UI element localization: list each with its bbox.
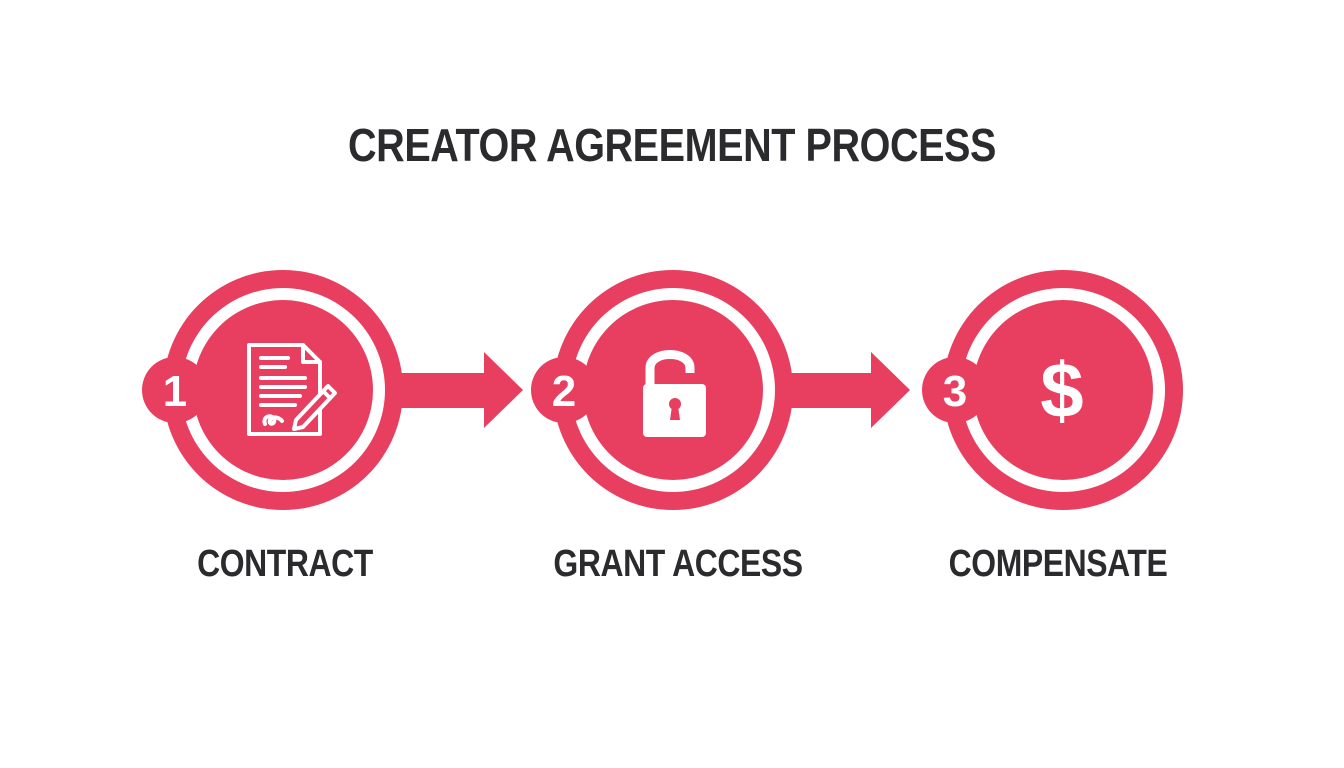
diagram-title: CREATOR AGREEMENT PROCESS	[348, 119, 996, 171]
step-2-badge	[531, 357, 597, 423]
step-3-label: COMPENSATE	[948, 543, 1168, 585]
unlocked-padlock-icon	[643, 350, 706, 437]
step-3-badge	[922, 357, 988, 423]
step-3-node: 3 $	[922, 270, 1183, 510]
step-1-node: 1	[142, 270, 403, 510]
dollar-sign-icon: $	[1040, 346, 1083, 434]
step-2-node: 2	[531, 270, 793, 510]
step-1-label: CONTRACT	[197, 543, 373, 585]
step-1-number: 1	[163, 367, 187, 416]
arrow-connector-1-2	[398, 352, 523, 428]
step-3-number: 3	[943, 367, 967, 416]
step-1-badge	[142, 357, 208, 423]
arrow-connector-2-3	[788, 352, 910, 428]
step-2-label: GRANT ACCESS	[553, 543, 803, 585]
contract-document-pen-icon	[247, 343, 337, 436]
step-2-number: 2	[552, 367, 576, 416]
